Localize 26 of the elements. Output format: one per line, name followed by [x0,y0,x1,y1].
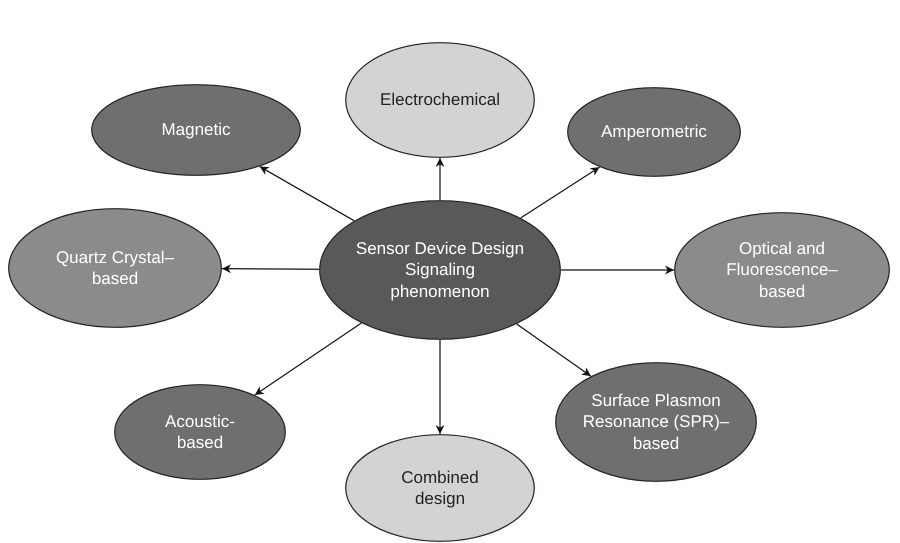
node-label: Acoustic-based [164,410,236,454]
node-label: Sensor Device Design Signaling phenomenon [355,238,525,302]
arrow [259,166,354,222]
topic-ellipse [114,384,286,480]
topic-ellipse [345,42,535,158]
node-label: Optical and Fluorescence–based [725,238,839,302]
topic-ellipse [91,84,301,176]
node-label: Combined design [400,466,480,510]
arrow [222,264,319,274]
arrow [561,266,674,274]
arrow [520,166,600,218]
topic-ellipse [567,87,741,177]
arrow [254,322,362,396]
arrow [516,324,592,377]
node-label: Quartz Crystal–based [54,246,176,290]
topic-ellipse [674,212,890,328]
arrow [436,340,444,434]
topic-ellipse [555,362,757,482]
node-label: Surface Plasmon Resonance (SPR)–based [582,390,730,454]
topic-ellipse [8,208,222,328]
topic-ellipse [319,200,561,340]
arrow [436,158,444,200]
node-label: Amperometric [601,121,707,143]
node-label: Magnetic [162,119,230,141]
topic-ellipse [345,434,535,542]
node-label: Electrochemical [380,89,500,111]
